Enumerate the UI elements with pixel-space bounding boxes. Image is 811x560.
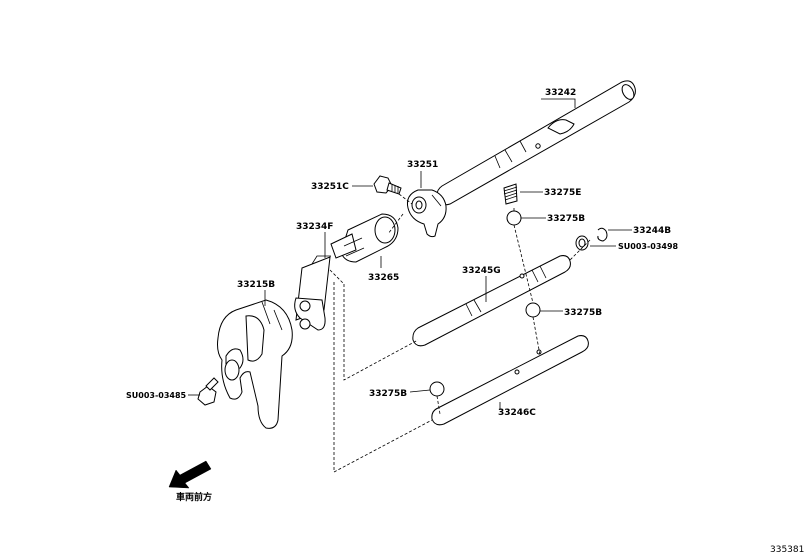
- diagram-reference-number: 335381: [770, 545, 804, 555]
- label-33265: 33265: [368, 273, 399, 283]
- label-33275B-mid: 33275B: [564, 308, 602, 318]
- lever-33265: [330, 213, 399, 263]
- front-direction-indicator: 車両前方: [168, 460, 212, 503]
- assembly-guide-lines: [329, 193, 591, 473]
- label-33215B: 33215B: [237, 280, 275, 290]
- spring-33275E: [503, 183, 518, 205]
- washer-SU003-03498: [575, 235, 589, 251]
- label-33275E: 33275E: [544, 188, 581, 198]
- label-33275B-top: 33275B: [547, 214, 585, 224]
- interlock-33234F: [294, 255, 331, 331]
- label-33234F: 33234F: [296, 222, 333, 232]
- shift-shaft-33245G: [412, 255, 571, 347]
- ball-33275B-low: [429, 381, 445, 397]
- shift-shaft-33242: [436, 80, 636, 206]
- leader-lines: [188, 98, 632, 410]
- label-33251C: 33251C: [311, 182, 349, 192]
- ball-33275B-top: [506, 210, 522, 226]
- ball-33275B-mid: [525, 302, 541, 318]
- label-33242: 33242: [545, 88, 576, 98]
- front-direction-label: 車両前方: [176, 491, 212, 503]
- label-33245G: 33245G: [462, 266, 501, 276]
- label-SU003-03498: SU003-03498: [618, 242, 679, 251]
- label-33244B: 33244B: [633, 226, 671, 236]
- part-labels: 33242 33251 33251C 33275E 33275B 33244B …: [126, 88, 679, 418]
- shift-head-33251: [407, 189, 447, 238]
- shift-fork-33215B: [217, 299, 293, 429]
- label-33246C: 33246C: [498, 408, 536, 418]
- label-33251: 33251: [407, 160, 438, 170]
- snap-ring-33244B: [597, 227, 608, 242]
- label-SU003-03485: SU003-03485: [126, 391, 187, 400]
- bolt-33251C: [373, 175, 402, 195]
- bolt-SU003-03485: [197, 377, 219, 406]
- label-33275B-low: 33275B: [369, 389, 407, 399]
- front-direction-arrow-icon: [168, 460, 212, 489]
